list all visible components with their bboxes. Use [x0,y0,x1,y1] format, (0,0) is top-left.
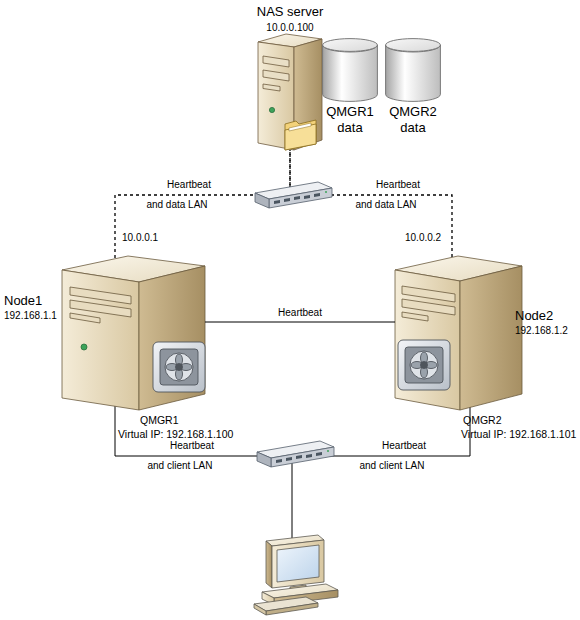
nas-tower-part [269,107,274,112]
network-switch-part [316,452,322,456]
nas-tower-part [263,56,289,67]
queue-manager-icon-part [176,364,183,371]
network-switch-part [284,198,290,202]
network-switch-part [255,193,269,208]
disk-cylinder [385,38,441,102]
node-heading: Node2 [515,308,575,324]
ip-address: 10.0.0.1 [122,231,182,244]
disk-label: QMGR1 data [320,104,380,136]
queue-manager-icon-part [165,353,193,381]
disk-top [386,39,441,52]
data-disk: QMGR1 data [322,38,378,102]
disk-body [323,45,378,101]
queue-manager: QMGR2Virtual IP: 192.168.1.101 [398,340,450,390]
server-tower-part [81,344,87,350]
server-tower-part [402,286,455,302]
queue-manager-icon-part [405,347,443,383]
client-computer-part [266,541,272,588]
link-label: Heartbeat and client LAN [354,436,430,476]
network-switch-part [257,452,271,467]
link-label: Heartbeat and data LAN [348,175,424,215]
client-computer-part [254,604,266,615]
network-switch-part [269,188,332,208]
queue-manager-icon-part [410,351,438,379]
network-switch-part [296,455,302,459]
server-tower-part [70,313,100,323]
server-tower-part [402,312,428,321]
node-heading: NAS server [240,4,340,20]
network-switch-part [306,454,312,458]
network-switch-part [274,200,280,204]
client-computer-part [277,545,319,582]
link-label: Heartbeat and data LAN [139,175,215,215]
network-switch-part [294,196,300,200]
server-tower-part [402,299,455,315]
cluster-node: Node1192.168.1.1 [0,258,205,410]
nas-tower-part [285,124,316,150]
nas-tower [258,34,322,150]
ip-address: 192.168.1.2 [515,324,579,337]
network-switch-part [276,459,282,463]
ip-address: 192.168.1.1 [4,309,74,322]
client-lan-wire [115,406,470,538]
client-lan-wire-part [292,456,293,538]
link-label: Heartbeat [260,306,340,319]
disk-body [386,45,441,101]
server-tower [395,256,522,410]
server-tower-part [395,270,460,410]
network-switch-part [325,191,327,193]
server-tower-part [139,266,205,410]
network-switch-part [271,447,334,467]
data-disk: QMGR2 data [385,38,441,102]
lan-link [115,150,290,258]
link-label: Heartbeat and client LAN [142,436,218,476]
client-computer-part [272,540,324,588]
heartbeat-link [205,322,395,323]
ip-address: 10.0.0.2 [405,231,465,244]
nas-tower-part [263,70,289,81]
network-switch-part [304,195,310,199]
network-switch [257,441,334,467]
queue-manager-icon-part [398,340,450,390]
virtual-ip: Virtual IP: 192.168.1.101 [461,427,580,441]
nas-tower-part [289,123,311,131]
queue-manager-name: QMGR1 [140,413,220,427]
queue-manager-icon-part [421,362,428,369]
server-tower [62,256,205,410]
server-tower-part [62,270,139,410]
cluster-node: Node2192.168.1.2 [395,257,580,410]
virtual-ip: Virtual IP: 192.168.1.100 [118,427,248,441]
queue-manager-icon-part [160,349,198,385]
queue-manager: QMGR1Virtual IP: 192.168.1.100 [153,342,205,392]
queue-manager-icon [153,342,205,392]
queue-manager-icon [398,340,450,390]
disk-label: QMGR2 data [383,104,443,136]
network-switch-part [314,193,320,197]
nas-tower-part [263,84,280,91]
network-switch [255,182,332,208]
client-computer-part [266,603,318,615]
network-switch-part [327,450,329,452]
queue-manager-name: QMGR2 [463,413,543,427]
queue-manager-icon-part [153,342,205,392]
network-switch-part [286,457,292,461]
server-tower-part [460,266,522,410]
nas-tower-part [285,120,316,150]
disk-cylinder [322,38,378,102]
node-heading: Node1 [4,293,64,309]
disk-top [323,39,378,52]
ip-address: 10.0.0.100 [240,21,340,34]
client-computer [254,535,338,615]
